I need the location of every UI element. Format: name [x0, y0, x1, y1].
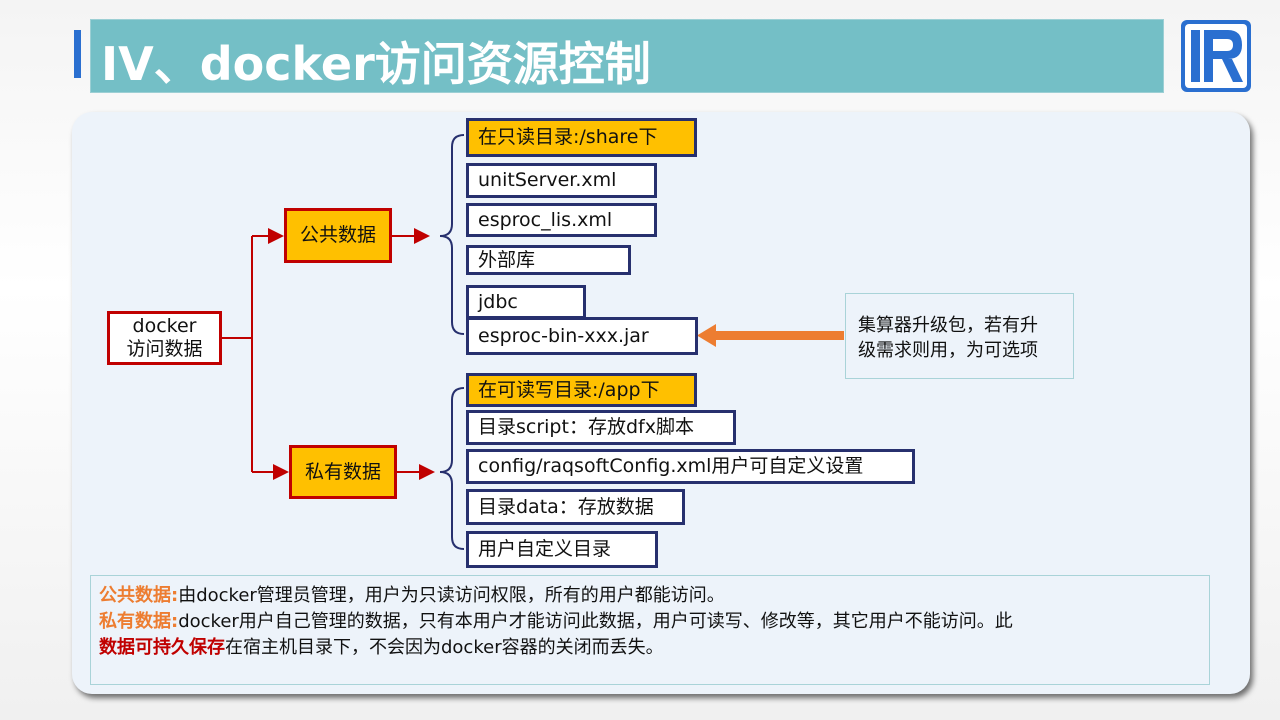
note-arrow — [697, 324, 844, 347]
title-bar: IV、docker访问资源控制 — [90, 19, 1164, 93]
logo-icon — [1181, 20, 1251, 92]
public-item-esproc-lis: esproc_lis.xml — [466, 203, 657, 237]
persist-label: 数据可持久保存 — [99, 637, 225, 658]
private-item-config: config/raqsoftConfig.xml用户可自定义设置 — [466, 449, 915, 484]
public-explanation: 公共数据:由docker管理员管理，用户为只读访问权限，所有的用户都能访问。 — [99, 583, 1209, 609]
private-header-box: 在可读写目录:/app下 — [466, 373, 697, 407]
root-branch-lines — [222, 228, 289, 480]
private-text-2: 在宿主机目录下，不会因为docker容器的关闭而丢失。 — [225, 637, 664, 658]
public-header-box: 在只读目录:/share下 — [466, 118, 697, 157]
page-title: IV、docker访问资源控制 — [101, 37, 651, 91]
private-item-data: 目录data：存放数据 — [466, 489, 685, 525]
private-text-1: docker用户自己管理的数据，只有本用户才能访问此数据，用户可读写、修改等，其… — [178, 611, 1013, 632]
private-item-script: 目录script：存放dfx脚本 — [466, 410, 736, 445]
explanation-box: 公共数据:由docker管理员管理，用户为只读访问权限，所有的用户都能访问。 私… — [90, 575, 1210, 685]
note-line2: 级需求则用，为可选项 — [858, 340, 1038, 361]
public-item-jdbc: jdbc — [466, 285, 586, 319]
note-line1: 集算器升级包，若有升 — [858, 315, 1038, 336]
private-data-node: 私有数据 — [289, 445, 397, 499]
public-item-unitserver: unitServer.xml — [466, 163, 657, 198]
persist-explanation: 数据可持久保存在宿主机目录下，不会因为docker容器的关闭而丢失。 — [99, 635, 1209, 661]
root-node-line1: docker — [132, 315, 197, 337]
title-accent-bar — [74, 30, 81, 78]
root-node-line2: 访问数据 — [126, 338, 203, 360]
private-brace — [439, 387, 465, 550]
public-label: 公共数据: — [99, 585, 179, 606]
private-explanation: 私有数据:docker用户自己管理的数据，只有本用户才能访问此数据，用户可读写、… — [99, 609, 1209, 635]
public-brace — [439, 134, 465, 335]
upgrade-note: 集算器升级包，若有升 级需求则用，为可选项 — [845, 293, 1074, 379]
public-item-external-lib: 外部库 — [466, 245, 631, 275]
public-item-esproc-bin: esproc-bin-xxx.jar — [466, 317, 698, 355]
private-item-custom-dir: 用户自定义目录 — [466, 531, 658, 568]
private-label: 私有数据: — [99, 611, 179, 632]
public-data-node: 公共数据 — [284, 208, 392, 263]
public-text: 由docker管理员管理，用户为只读访问权限，所有的用户都能访问。 — [178, 585, 725, 606]
root-node-docker: docker 访问数据 — [107, 311, 222, 365]
